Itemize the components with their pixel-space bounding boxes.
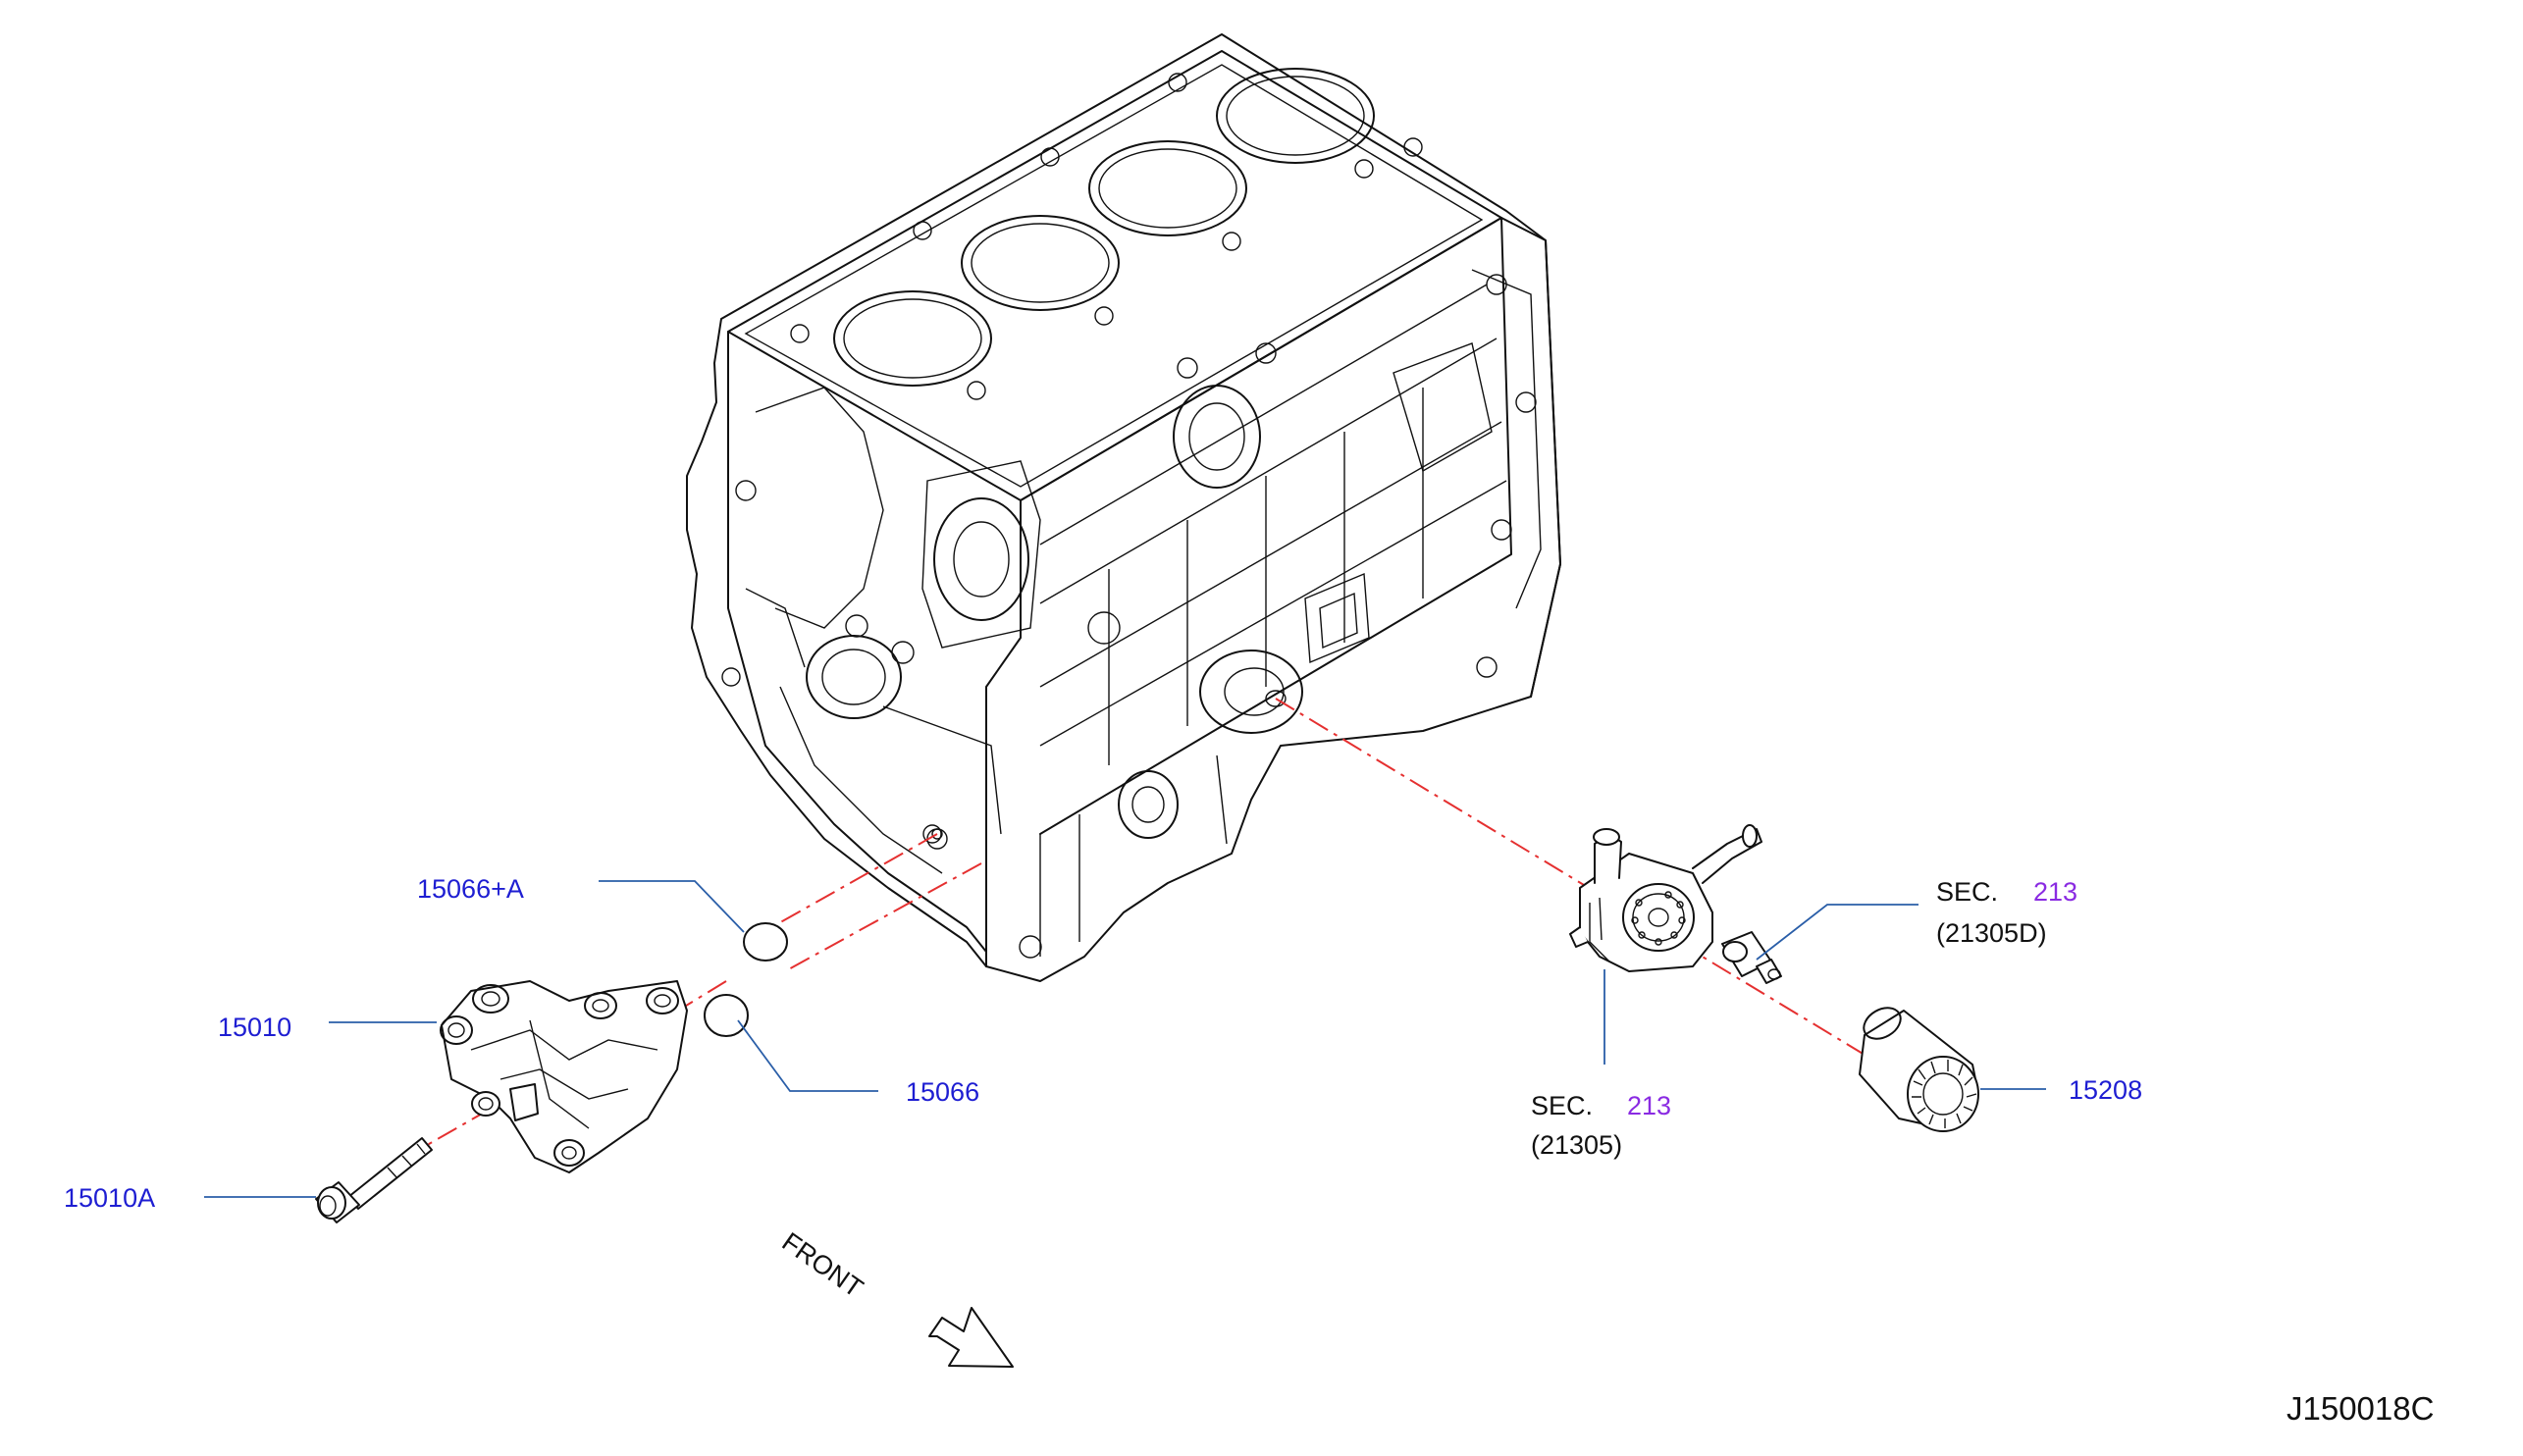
- callout-15066: 15066: [906, 1077, 979, 1107]
- oil-filter-illustration: [1859, 1007, 1979, 1132]
- bolt-illustration: [315, 1137, 433, 1223]
- front-label: FRONT: [777, 1226, 868, 1303]
- cylinder-bores: [833, 68, 1375, 387]
- sec-label-lower: SEC.: [1531, 1091, 1593, 1120]
- oil-cooler-illustration: [1569, 824, 1762, 972]
- sec-ref-upper: (21305D): [1936, 918, 2047, 948]
- cylinder-block-illustration: [686, 33, 1561, 982]
- callout-15066-a: 15066+A: [417, 874, 524, 904]
- gasket-15066-illustration: [704, 994, 749, 1037]
- callout-15010a: 15010A: [64, 1183, 155, 1213]
- sec-ref-lower: (21305): [1531, 1130, 1622, 1160]
- callout-15208: 15208: [2069, 1075, 2142, 1105]
- callout-15010: 15010: [218, 1013, 291, 1042]
- oil-pump-illustration: [440, 980, 688, 1173]
- front-direction-indicator: FRONT: [777, 1226, 1014, 1368]
- sec-number-lower: 213: [1627, 1091, 1671, 1120]
- diagram-id: J150018C: [2286, 1390, 2434, 1427]
- leader-lines: [204, 880, 2046, 1198]
- sec-label-upper: SEC.: [1936, 877, 1998, 907]
- sec-number-upper: 213: [2033, 877, 2077, 907]
- gasket-15066-a-illustration: [743, 922, 788, 962]
- connector-bolt-illustration: [1721, 931, 1782, 984]
- deck-bolt-holes: [790, 73, 1423, 400]
- front-arrow-icon: [928, 1307, 1014, 1368]
